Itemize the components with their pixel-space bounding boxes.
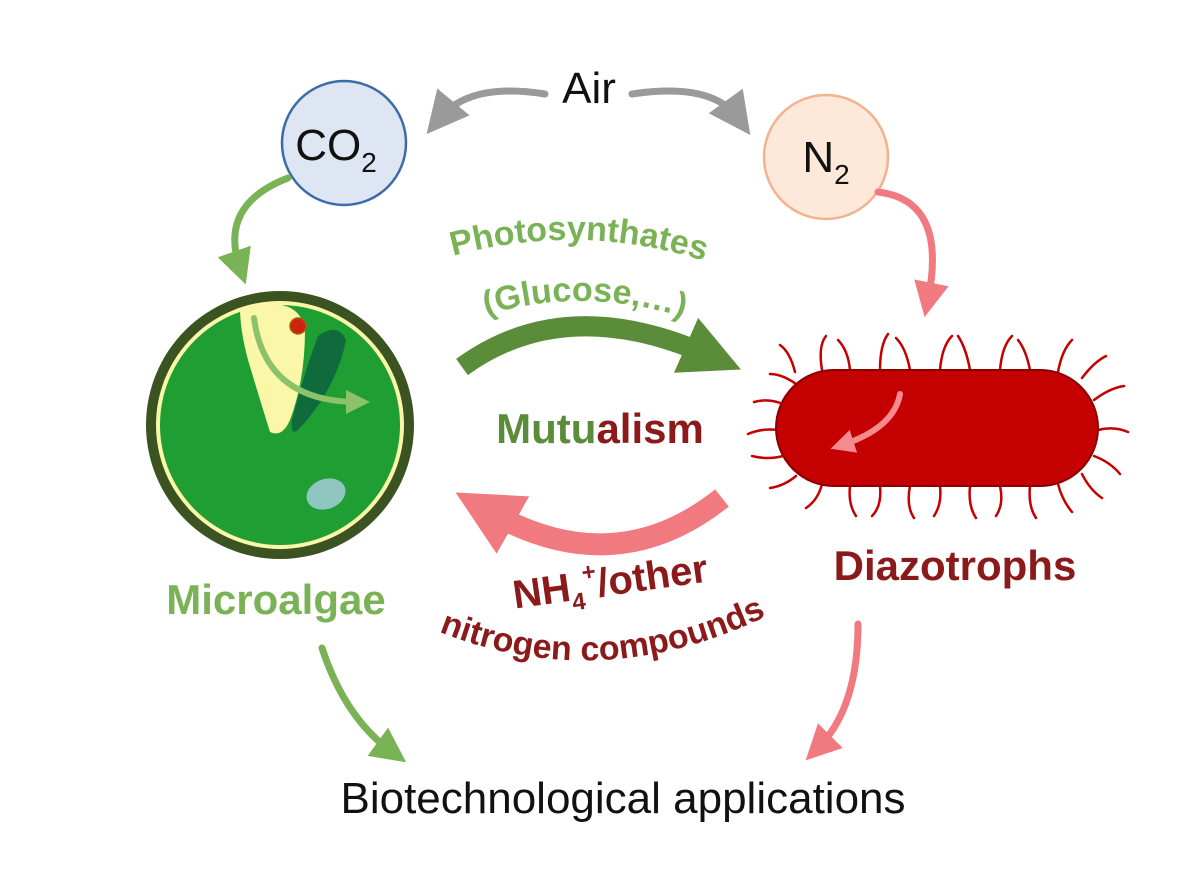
pyrenoid-shape [291,329,346,432]
internal-carbon-arrow [251,315,370,414]
svg-text:N2: N2 [802,133,849,190]
nh4-subscript: 4 [571,588,589,617]
photosynthates-arrow [456,316,741,376]
n2-subscript: 2 [834,159,850,190]
photosynthates-label: Photosynthates [446,210,713,269]
co2-node: CO2 [280,79,408,207]
eyespot-dot [289,317,307,335]
diazotrophs-to-applications-arrow [805,620,862,761]
mutualism-part-green: Mutu [496,405,596,452]
mutualism-part-red: alism [596,405,703,452]
diazotroph-cell [746,332,1130,520]
microalgae-label: Microalgae [166,576,385,623]
microalgae-to-applications-arrow [318,644,407,763]
air-to-n2-arrow [628,87,751,136]
co2-label: CO [295,121,361,170]
nitrogen-arrow [455,489,729,556]
mutualism-label: Mutualism [496,405,704,452]
svg-text:Photosynthates: Photosynthates [446,210,713,269]
nh4-rest: /other [594,547,710,606]
nh4-text: NH [510,566,573,618]
air-to-co2-arrow [426,87,549,135]
diazotrophs-label: Diazotrophs [834,542,1077,589]
applications-label: Biotechnological applications [340,774,905,823]
flagella [746,332,1130,520]
n2-to-diazotrophs-arrow [874,188,949,318]
microalgae-cell [146,291,414,559]
n2-label: N [802,133,834,182]
co2-subscript: 2 [361,147,377,178]
nh4-superscript: + [580,558,598,587]
co2-to-microalgae-arrow [217,174,292,285]
internal-nitrogen-arrow [830,391,903,453]
vacuole-shape [306,478,346,510]
n2-node: N2 [762,93,890,221]
svg-text:CO2: CO2 [295,121,377,178]
air-label: Air [562,64,616,113]
